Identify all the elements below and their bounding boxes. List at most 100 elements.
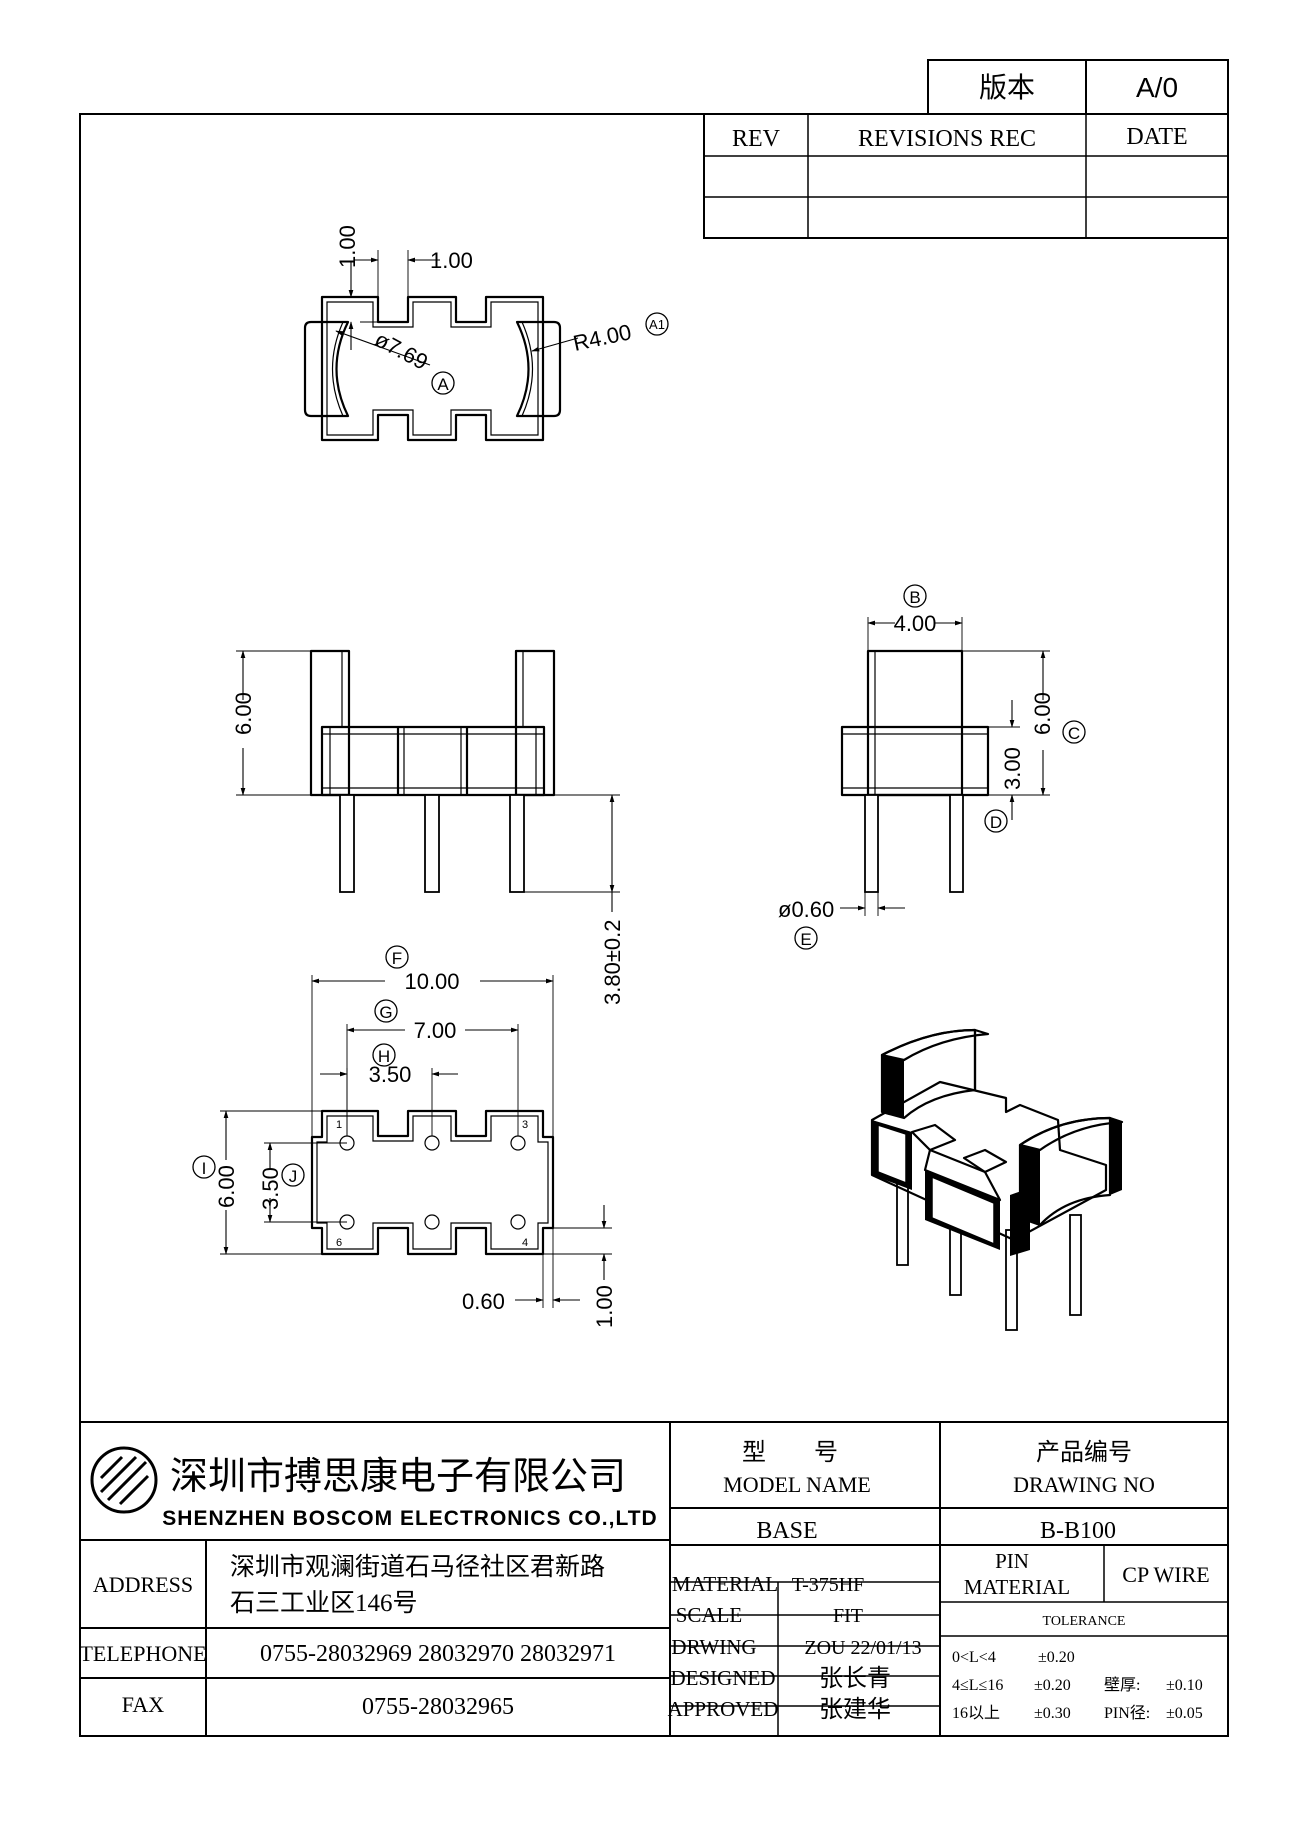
- dim-front-height: 6.00: [231, 692, 256, 735]
- pin-number-1: 1: [336, 1119, 342, 1131]
- scale-value: FIT: [833, 1605, 863, 1627]
- version-value: A/0: [1136, 72, 1178, 103]
- dim-slot-width: 1.00: [430, 248, 473, 273]
- scale-label: SCALE: [676, 1603, 743, 1627]
- tolerance-row2-extra-label: 壁厚:: [1104, 1675, 1140, 1694]
- telephone-value: 0755-28032969 28032970 28032971: [260, 1641, 616, 1667]
- isometric-view: [870, 1028, 1124, 1331]
- tolerance-row2-range: 4≤L≤16: [952, 1677, 1003, 1694]
- marker-j: [281, 1163, 305, 1187]
- rev-header: REV: [732, 126, 781, 152]
- marker-f-label: F: [392, 949, 402, 968]
- tolerance-header: TOLERANCE: [1043, 1614, 1126, 1629]
- pin-hole-4: [510, 1214, 526, 1230]
- pin-number-3: 3: [522, 1119, 528, 1131]
- revisions-header: REVISIONS REC: [858, 126, 1036, 152]
- top-view-body: [320, 295, 545, 442]
- drawing-border: [79, 113, 1229, 1737]
- tolerance-row2-extra-value: ±0.10: [1166, 1677, 1203, 1694]
- drawing-no-label-cn: 产品编号: [1036, 1439, 1132, 1466]
- model-label-en: MODEL NAME: [723, 1472, 871, 1497]
- marker-i: [192, 1155, 216, 1179]
- model-label-cn: 型 号: [742, 1439, 838, 1466]
- tolerance-row3-range: 16以上: [952, 1704, 1000, 1722]
- address-label: ADDRESS: [93, 1572, 193, 1597]
- side-view: 4.00 B 6.00 C 3.00 D ø0.60 E: [778, 584, 1086, 950]
- pin-hole-5: [424, 1214, 440, 1230]
- approved-label: APPROVED: [668, 1697, 779, 1721]
- fax-value: 0755-28032965: [362, 1694, 514, 1720]
- tolerance-row1-value: ±0.20: [1038, 1649, 1075, 1666]
- dim-pin-diameter: ø0.60: [778, 897, 834, 922]
- dim-radius: R4.00: [571, 319, 634, 356]
- tolerance-row3-extra-label: PIN径:: [1104, 1704, 1150, 1722]
- marker-i-label: I: [202, 1159, 207, 1178]
- material-label: MATERIAL: [672, 1572, 778, 1596]
- dim-length: 10.00: [404, 969, 459, 994]
- top-view-inner-edge: [326, 301, 539, 436]
- front-right-flange: [514, 649, 556, 797]
- dim-diameter: ø7.69: [371, 326, 432, 374]
- front-pin-3: [509, 794, 525, 893]
- fax-label: FAX: [122, 1692, 164, 1717]
- front-pin-2: [424, 794, 440, 893]
- drawing-value: ZOU 22/01/13: [804, 1637, 921, 1659]
- dim-pin-inset: 0.60: [462, 1289, 505, 1314]
- marker-c: [1062, 720, 1086, 744]
- marker-d-label: D: [990, 813, 1002, 832]
- side-base: [840, 725, 990, 797]
- marker-b-label: B: [909, 588, 920, 607]
- side-pin-1: [864, 794, 879, 893]
- title-block: 深圳市搏思康电子有限公司 SHENZHEN BOSCOM ELECTRONICS…: [79, 1421, 1228, 1736]
- marker-a: [431, 371, 455, 395]
- pin-hole-2: [424, 1135, 440, 1151]
- marker-d: [984, 809, 1008, 833]
- material-value: T-375HF: [792, 1574, 865, 1596]
- telephone-label: TELEPHONE: [79, 1641, 206, 1666]
- pin-material-label-line2: MATERIAL: [964, 1575, 1070, 1599]
- marker-f: [385, 945, 409, 969]
- drawing-no-label-en: DRAWING NO: [1013, 1472, 1155, 1497]
- dim-side-width: 4.00: [894, 611, 937, 636]
- version-label: 版本: [979, 72, 1035, 104]
- dim-pin-span: 7.00: [414, 1018, 457, 1043]
- marker-a-label: A: [437, 375, 449, 394]
- right-flange-top: [515, 320, 562, 418]
- marker-h-label: H: [378, 1047, 390, 1066]
- tolerance-row3-value: ±0.30: [1034, 1705, 1071, 1722]
- marker-b: [903, 584, 927, 608]
- designed-label: DESIGNED: [671, 1666, 776, 1690]
- marker-a1: [645, 312, 669, 336]
- tolerance-row1-range: 0<L<4: [952, 1649, 996, 1666]
- company-name-en: SHENZHEN BOSCOM ELECTRONICS CO.,LTD: [162, 1507, 657, 1530]
- side-flange: [866, 649, 964, 797]
- bottom-view-body: [310, 1109, 555, 1256]
- company-name-cn: 深圳市搏思康电子有限公司: [170, 1456, 626, 1498]
- model-value: BASE: [756, 1518, 817, 1544]
- marker-c-label: C: [1068, 724, 1080, 743]
- marker-a1-label: A1: [649, 317, 665, 332]
- marker-g-label: G: [379, 1003, 392, 1022]
- pin-hole-3: [510, 1135, 526, 1151]
- dim-width: 6.00: [214, 1165, 239, 1208]
- top-view: 1.00 1.00 ø7.69 A R4.00 A1: [303, 225, 669, 442]
- revision-block: 版本 A/0 REV REVISIONS REC DATE: [703, 59, 1229, 239]
- tolerance-row2-value: ±0.20: [1034, 1677, 1071, 1694]
- front-view: 6.00 3.80±0.2: [231, 649, 625, 1005]
- company-logo: [90, 1446, 158, 1514]
- left-flange-top: [303, 320, 350, 418]
- dim-side-base-height: 3.00: [1000, 747, 1025, 790]
- bottom-view: 1 3 6 4 10.00 F 7.00 G 3.50 H 6.00: [192, 945, 617, 1328]
- designed-value: 张长青: [819, 1665, 891, 1692]
- dim-pin-length: 3.80±0.2: [600, 920, 625, 1005]
- drawing-label: DRWING: [671, 1635, 756, 1659]
- side-pin-2: [949, 794, 964, 893]
- drawing-no-value: B-B100: [1040, 1518, 1116, 1544]
- marker-h: [372, 1043, 396, 1067]
- marker-j-label: J: [289, 1167, 298, 1186]
- dim-slot-depth: 1.00: [335, 225, 360, 268]
- tolerance-row3-extra-value: ±0.05: [1166, 1705, 1203, 1722]
- dim-side-height: 6.00: [1030, 692, 1055, 735]
- address-line1: 深圳市观澜街道石马径社区君新路: [230, 1553, 605, 1581]
